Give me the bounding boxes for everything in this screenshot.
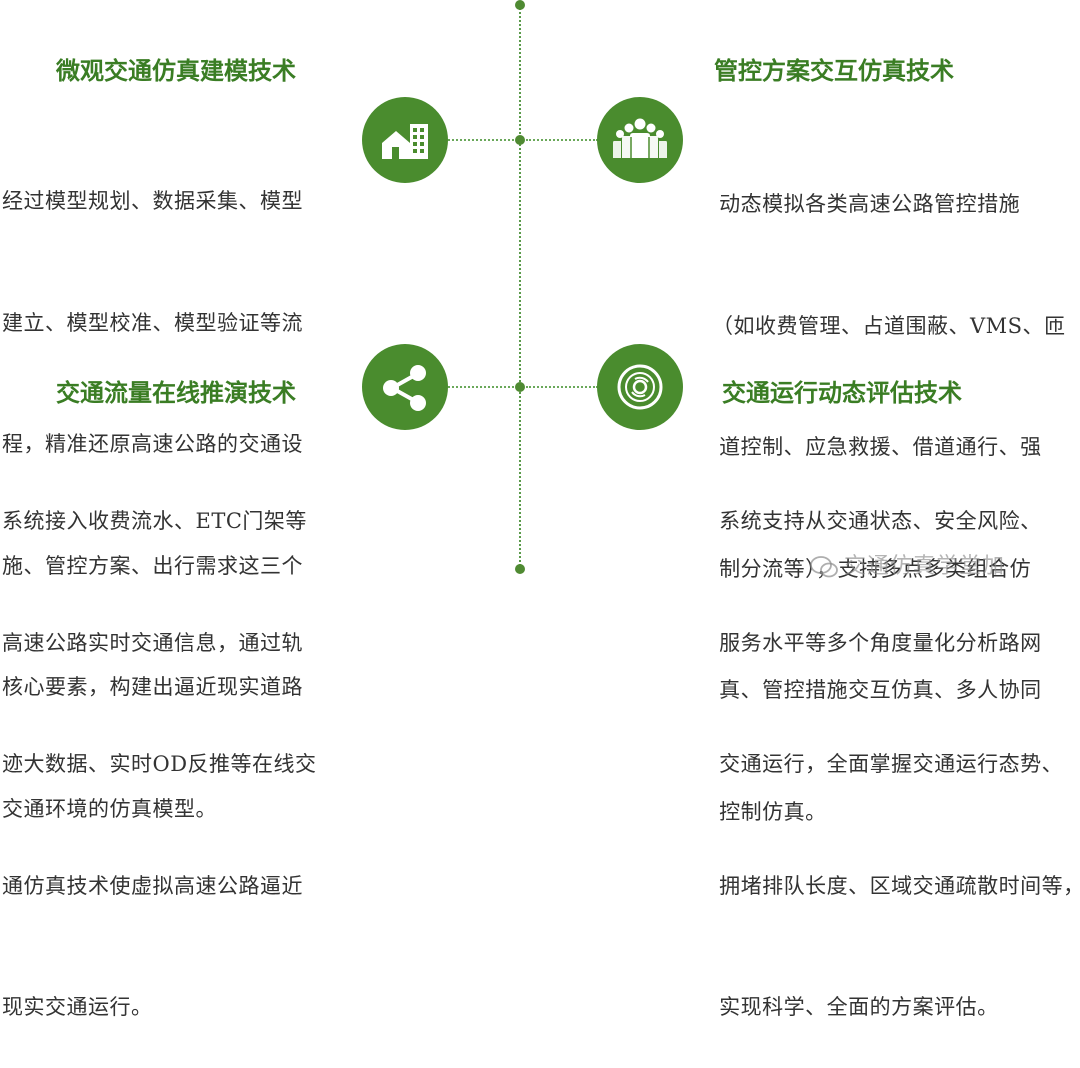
section-body-flow-deduction: 系统接入收费流水、ETC门架等 高速公路实时交通信息，通过轨 迹大数据、实时OD… bbox=[2, 420, 317, 1068]
share-icon bbox=[362, 344, 448, 430]
body-line: 现实交通运行。 bbox=[2, 995, 153, 1019]
timeline-dot-top bbox=[515, 0, 525, 10]
body-line: 建立、模型校准、模型验证等流 bbox=[2, 310, 303, 335]
body-line: 系统接入收费流水、ETC门架等 bbox=[2, 509, 307, 533]
section-title-micro-modeling: 微观交通仿真建模技术 bbox=[56, 57, 296, 85]
body-line: 制分流等），支持多点多类组合仿 bbox=[712, 556, 1032, 581]
section-body-dynamic-evaluation: 系统支持从交通状态、安全风险、 服务水平等多个角度量化分析路网 交通运行，全面掌… bbox=[712, 420, 1080, 1068]
connector-right-bottom bbox=[526, 386, 598, 388]
body-line: 经过模型规划、数据采集、模型 bbox=[2, 189, 303, 213]
people-group-icon bbox=[597, 97, 683, 183]
section-title-flow-deduction: 交通流量在线推演技术 bbox=[56, 379, 296, 407]
body-line: 系统支持从交通状态、安全风险、 bbox=[712, 509, 1042, 533]
timeline-line bbox=[519, 4, 521, 570]
body-line: （如收费管理、占道围蔽、VMS、匝 bbox=[712, 313, 1066, 338]
body-line: 道控制、应急救援、借道通行、强 bbox=[712, 435, 1042, 459]
body-line: 交通运行，全面掌握交通运行态势、 bbox=[712, 752, 1064, 776]
disc-icon bbox=[597, 344, 683, 430]
timeline-dot-1 bbox=[515, 135, 525, 145]
body-line: 实现科学、全面的方案评估。 bbox=[712, 995, 999, 1019]
body-line: 高速公路实时交通信息，通过轨 bbox=[2, 630, 303, 655]
watermark-text: 交通仿真学堂加 bbox=[844, 554, 1006, 579]
connector-left-top bbox=[448, 139, 514, 141]
body-line: 拥堵排队长度、区域交通疏散时间等， bbox=[712, 873, 1080, 898]
body-line: 动态模拟各类高速公路管控措施 bbox=[712, 192, 1021, 216]
timeline-dot-bottom bbox=[515, 564, 525, 574]
connector-left-bottom bbox=[448, 386, 514, 388]
building-icon bbox=[362, 97, 448, 183]
body-line: 程，精准还原高速公路的交通设 bbox=[2, 432, 303, 456]
timeline-dot-2 bbox=[515, 382, 525, 392]
body-line: 通仿真技术使虚拟高速公路逼近 bbox=[2, 873, 303, 898]
body-line: 服务水平等多个角度量化分析路网 bbox=[712, 630, 1042, 655]
watermark: 交通仿真学堂加 bbox=[810, 552, 1005, 582]
body-line: 施、管控方案、出行需求这三个 bbox=[2, 553, 303, 578]
body-line: 迹大数据、实时OD反推等在线交 bbox=[2, 752, 317, 776]
wechat-icon bbox=[810, 555, 838, 579]
section-title-control-interaction: 管控方案交互仿真技术 bbox=[714, 57, 954, 85]
section-title-dynamic-evaluation: 交通运行动态评估技术 bbox=[722, 379, 962, 407]
connector-right-top bbox=[526, 139, 598, 141]
